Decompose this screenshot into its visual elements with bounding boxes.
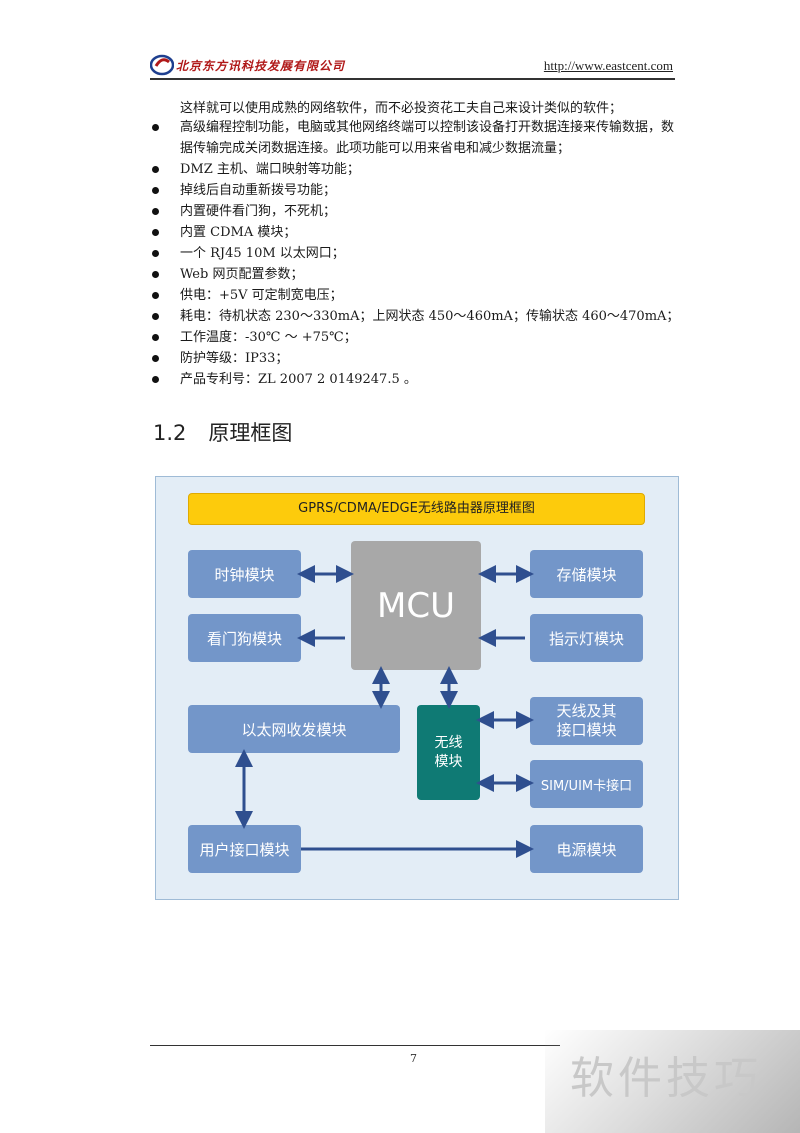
page-number: 7 <box>410 1052 417 1065</box>
list-item: 产品专利号：ZL 2007 2 0149247.5 。 <box>150 369 680 390</box>
mcu-block: MCU <box>351 541 481 670</box>
antenna-module-block: 天线及其 接口模块 <box>530 697 643 745</box>
section-heading: 1.2 原理框图 <box>153 417 292 447</box>
list-item: 耗电：待机状态 230～330mA；上网状态 450～460mA；传输状态 46… <box>150 306 680 327</box>
watermark-text: 软件技巧 <box>570 1053 762 1104</box>
bullet-icon <box>152 355 159 362</box>
intro-line: 这样就可以使用成熟的网络软件，而不必投资花工夫自己来设计类似的软件； <box>180 101 623 116</box>
sim-interface-block: SIM/UIM卡接口 <box>530 760 643 808</box>
user-interface-module-block: 用户接口模块 <box>188 825 301 873</box>
watchdog-module-block: 看门狗模块 <box>188 614 301 662</box>
list-item: 供电：+5V 可定制宽电压； <box>150 285 680 306</box>
wireless-label-line2: 模块 <box>434 753 463 770</box>
wireless-label-line1: 无线 <box>434 734 463 751</box>
company-name: 北京东方讯科技发展有限公司 <box>176 59 346 73</box>
list-item: 工作温度：-30℃ ～ +75℃； <box>150 327 680 348</box>
list-item: Web 网页配置参数； <box>150 264 680 285</box>
list-item: 防护等级：IP33； <box>150 348 680 369</box>
company-url-link[interactable]: http://www.eastcent.com <box>543 58 673 73</box>
bullet-icon <box>152 124 159 131</box>
list-item: DMZ 主机、端口映射等功能； <box>150 159 680 180</box>
bullet-icon <box>152 208 159 215</box>
bullet-icon <box>152 229 159 236</box>
bullet-icon <box>152 313 159 320</box>
bullet-icon <box>152 292 159 299</box>
list-item: 一个 RJ45 10M 以太网口； <box>150 243 680 264</box>
antenna-label-line2: 接口模块 <box>556 721 617 739</box>
company-logo-icon <box>150 54 174 76</box>
watermark-overlay <box>545 1030 800 1133</box>
section-number: 1.2 <box>153 421 187 445</box>
bullet-icon <box>152 166 159 173</box>
bullet-icon <box>152 376 159 383</box>
power-module-block: 电源模块 <box>530 825 643 873</box>
bullet-icon <box>152 271 159 278</box>
bullet-icon <box>152 250 159 257</box>
clock-module-block: 时钟模块 <box>188 550 301 598</box>
page-header: 北京东方讯科技发展有限公司 http://www.eastcent.com <box>150 52 675 80</box>
footer-divider <box>150 1045 560 1046</box>
diagram-title: GPRS/CDMA/EDGE无线路由器原理框图 <box>188 493 645 525</box>
indicator-module-block: 指示灯模块 <box>530 614 643 662</box>
ethernet-module-block: 以太网收发模块 <box>188 705 400 753</box>
list-item: 高级编程控制功能，电脑或其他网络终端可以控制该设备打开数据连接来传输数据，数据传… <box>150 117 680 159</box>
list-item: 内置硬件看门狗，不死机； <box>150 201 680 222</box>
feature-list: 高级编程控制功能，电脑或其他网络终端可以控制该设备打开数据连接来传输数据，数据传… <box>150 117 680 390</box>
antenna-label-line1: 天线及其 <box>556 702 617 720</box>
bullet-icon <box>152 334 159 341</box>
list-item: 掉线后自动重新拨号功能； <box>150 180 680 201</box>
section-title: 原理框图 <box>208 421 293 445</box>
bullet-icon <box>152 187 159 194</box>
wireless-module-block: 无线 模块 <box>417 705 480 800</box>
list-item: 内置 CDMA 模块； <box>150 222 680 243</box>
storage-module-block: 存储模块 <box>530 550 643 598</box>
